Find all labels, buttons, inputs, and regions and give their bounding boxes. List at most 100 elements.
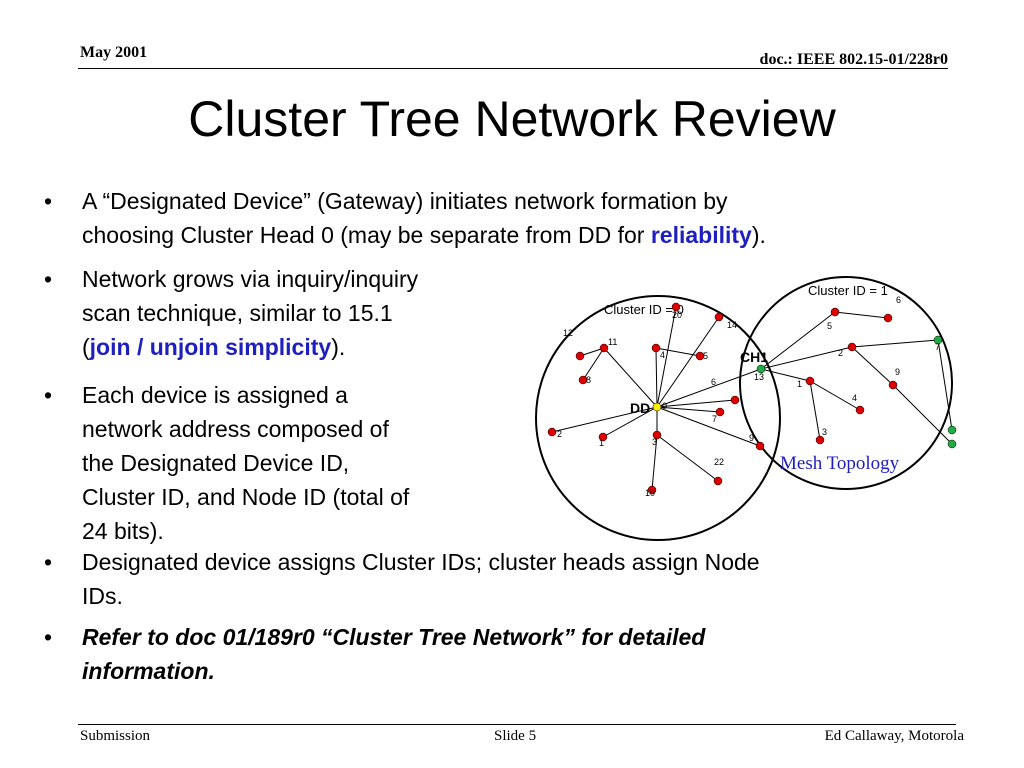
- cluster-1-node: [815, 435, 825, 445]
- header-date: May 2001: [80, 44, 148, 61]
- designated-device-node: [652, 402, 662, 412]
- node-id-label: 7: [712, 414, 717, 424]
- cluster-1-node: [805, 376, 815, 386]
- bullet-1: • A “Designated Device” (Gateway) initia…: [44, 184, 964, 254]
- cluster-1-node: [847, 342, 857, 352]
- diagram-edge: [551, 406, 658, 433]
- node-id-label: 9: [749, 433, 754, 443]
- node-id-label: 14: [727, 320, 737, 330]
- mesh-node: [947, 425, 957, 435]
- diagram-edge: [656, 406, 761, 447]
- node-id-label: 13: [754, 372, 764, 382]
- cluster-1-node: [855, 405, 865, 415]
- bullet-4-line-1: Designated device assigns Cluster IDs; c…: [82, 549, 760, 575]
- bullet-5-line-2: information.: [82, 658, 215, 684]
- diagram-edge: [851, 346, 894, 386]
- cluster-1-node: [830, 307, 840, 317]
- cluster-0-node: [599, 343, 609, 353]
- bullet-1-line-2: choosing Cluster Head 0 (may be separate…: [82, 222, 651, 248]
- diagram-edge: [834, 311, 889, 319]
- bullet-marker: •: [44, 549, 53, 575]
- dd-label: DD: [630, 400, 650, 416]
- bullet-marker: •: [44, 188, 53, 214]
- diagram-edge: [656, 316, 720, 408]
- bullet-1-line-1: A “Designated Device” (Gateway) initiate…: [82, 188, 728, 214]
- cluster-0-node: [755, 441, 765, 451]
- diagram-edge: [603, 347, 658, 408]
- node-id-label: 0: [662, 401, 667, 411]
- diagram-edge: [760, 311, 836, 370]
- node-id-label: 8: [586, 375, 591, 385]
- cluster-head-1-node: [756, 364, 766, 374]
- diagram-edge: [892, 384, 953, 445]
- mesh-topology-label: Mesh Topology: [780, 453, 900, 474]
- bullet-1-closing: ).: [751, 222, 766, 248]
- node-id-label: 3: [822, 427, 827, 437]
- diagram-edge: [656, 434, 719, 482]
- cluster-0-node: [695, 351, 705, 361]
- footer-slide-number: Slide 5: [494, 728, 537, 744]
- cluster-0-node: [651, 343, 661, 353]
- cluster-0-node: [652, 430, 662, 440]
- node-id-label: 22: [714, 457, 724, 467]
- bullet-5-line-1: Refer to doc 01/189r0 “Cluster Tree Netw…: [82, 624, 706, 650]
- bullet-5: • Refer to doc 01/189r0 “Cluster Tree Ne…: [44, 620, 974, 690]
- bullet-4-line-2: IDs.: [82, 583, 123, 609]
- bullet-3-line-1: Each device is assigned a: [82, 382, 348, 408]
- cluster-0-node: [713, 476, 723, 486]
- footer-divider: [78, 724, 956, 725]
- bullet-2-line-1: Network grows via inquiry/inquiry: [82, 266, 419, 292]
- diagram-edge: [656, 368, 762, 408]
- bullet-marker: •: [44, 624, 53, 650]
- cluster-0-node: [598, 432, 608, 442]
- node-id-label: 2: [557, 429, 562, 439]
- bullet-marker: •: [44, 382, 53, 408]
- node-id-label: 9: [895, 367, 900, 377]
- node-id-label: 20: [672, 310, 682, 320]
- bullet-2: • Network grows via inquiry/inquiry scan…: [44, 262, 514, 366]
- cluster-1-node: [888, 380, 898, 390]
- cluster-1-node: [933, 335, 943, 345]
- cluster-0-circle: [535, 295, 781, 541]
- node-id-label: 2: [838, 348, 843, 358]
- cluster-0-node: [671, 302, 681, 312]
- cluster-0-node: [578, 375, 588, 385]
- diagram-nodes: [547, 302, 957, 495]
- bullet-3-line-2: network address composed of: [82, 416, 389, 442]
- diagram-edge: [760, 346, 853, 370]
- diagram-edge: [809, 380, 821, 441]
- cluster-0-node: [714, 312, 724, 322]
- cluster-1-circle: [739, 276, 953, 490]
- header-doc-id: doc.: IEEE 802.15-01/228r0: [759, 51, 948, 68]
- footer-left: Submission: [80, 728, 151, 744]
- node-id-label: 11: [608, 337, 617, 347]
- node-id-label: 10: [645, 488, 655, 498]
- ch1-label: CH1: [740, 349, 768, 365]
- node-id-label: 7: [935, 342, 940, 352]
- diagram-edge: [655, 347, 658, 408]
- node-id-label: 3: [652, 437, 657, 447]
- diagram-edge: [851, 339, 939, 348]
- node-id-label: 1: [599, 438, 604, 448]
- footer-right: Ed Callaway, Motorola: [824, 728, 964, 744]
- bullet-4: • Designated device assigns Cluster IDs;…: [44, 545, 974, 615]
- reliability-emphasis: reliability: [650, 222, 752, 248]
- cluster-0-node: [575, 351, 585, 361]
- header-divider: [78, 68, 948, 69]
- diagram-edge: [582, 347, 605, 381]
- diagram-edge: [602, 406, 658, 438]
- node-id-label: 12: [563, 328, 573, 338]
- cluster-0-node: [647, 485, 657, 495]
- mesh-node: [947, 439, 957, 449]
- bullet-marker: •: [44, 266, 53, 292]
- node-id-label: 1: [797, 379, 802, 389]
- cluster-0-node: [730, 395, 740, 405]
- diagram-edge: [651, 434, 658, 491]
- cluster-0-node: [715, 407, 725, 417]
- diagram-edge: [809, 380, 861, 411]
- slide-title: Cluster Tree Network Review: [188, 91, 836, 147]
- bullet-3-line-5: 24 bits).: [82, 518, 164, 544]
- node-id-label: 5: [703, 351, 708, 361]
